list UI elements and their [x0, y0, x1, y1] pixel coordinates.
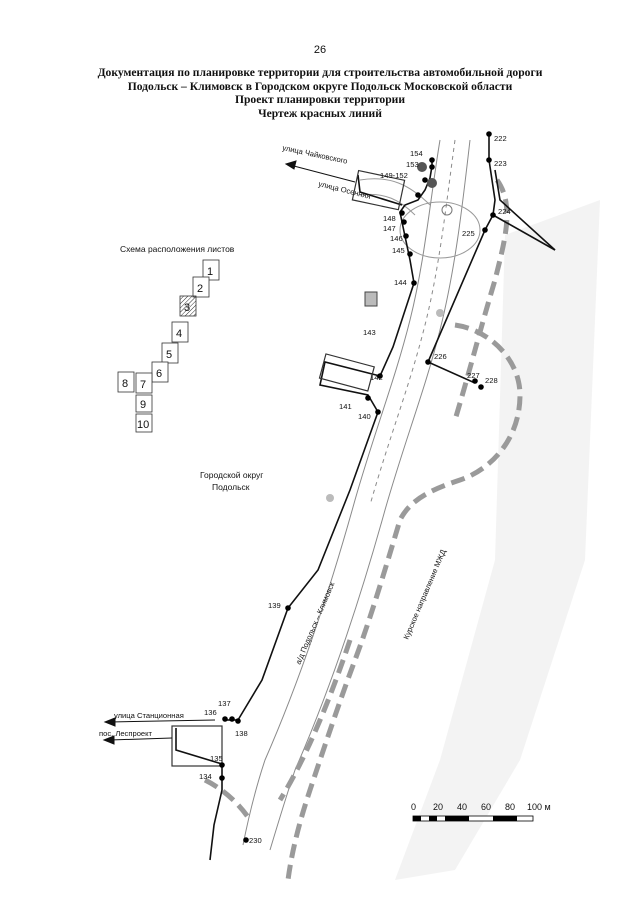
sheet-2: 2	[197, 283, 203, 295]
red-lines-east	[426, 134, 556, 384]
sheet-1: 1	[207, 266, 213, 278]
label-228: 228	[485, 376, 498, 385]
zone-boundaries	[203, 178, 523, 881]
scale-tick-0: 0	[411, 802, 416, 812]
title-line-2: Подольск – Климовск в Городском округе П…	[127, 79, 513, 93]
label-136: 136	[204, 708, 217, 717]
sheet-7: 7	[140, 379, 146, 391]
scale-tick-40: 40	[457, 802, 467, 812]
label-225: 225	[462, 229, 475, 238]
label-142: 142	[370, 373, 383, 382]
district-name-label: Подольск	[212, 482, 250, 492]
scale-tick-80: 80	[505, 802, 515, 812]
sheet-9: 9	[140, 399, 146, 411]
label-143: 143	[363, 328, 376, 337]
inset-heading: Схема расположения листов	[120, 244, 235, 254]
label-141: 141	[339, 402, 352, 411]
label-226: 226	[434, 352, 447, 361]
sheet-5: 5	[166, 349, 172, 361]
settlement-label: пос. Леспроект	[99, 729, 153, 738]
railway-strip	[395, 200, 600, 880]
railway-label: Курское направление МЖД	[402, 548, 448, 641]
label-154: 154	[410, 149, 423, 158]
sheet-8: 8	[122, 378, 128, 390]
district-label: Городской округ	[200, 470, 263, 480]
sheet-3: 3	[184, 302, 190, 314]
label-230: 230	[249, 836, 262, 845]
sheet-10: 10	[137, 419, 149, 431]
label-147: 147	[383, 224, 396, 233]
sheet-6: 6	[156, 368, 162, 380]
street-stantsionnaya-label: улица Станционная	[114, 711, 184, 720]
street-osennyaya-label: улица Осенняя	[318, 179, 372, 201]
label-148: 148	[383, 214, 396, 223]
label-153: 153	[406, 160, 419, 169]
label-223: 223	[494, 159, 507, 168]
document-title: Документация по планировке территории дл…	[40, 66, 600, 120]
title-line-4: Чертеж красных линий	[258, 106, 382, 120]
label-135: 135	[210, 754, 223, 763]
street-arrows	[102, 160, 356, 745]
label-222: 222	[494, 134, 507, 143]
label-134: 134	[199, 772, 212, 781]
title-line-1: Документация по планировке территории дл…	[97, 66, 543, 79]
title-line-3: Проект планировки территории	[234, 93, 406, 107]
road-carriageway	[242, 139, 471, 851]
point-labels: 154 153 149-152 148 147 146 145 144 143 …	[199, 134, 511, 845]
label-149-152: 149-152	[380, 171, 408, 180]
label-224: 224	[498, 207, 511, 216]
scale-bar: 0 20 40 60 80 100 м	[411, 802, 551, 822]
sheet-layout-inset: Схема расположения листов 1 2 3 4 5 6 7 …	[117, 244, 235, 433]
label-146: 146	[390, 234, 403, 243]
label-227: 227	[467, 371, 480, 380]
label-138: 138	[235, 729, 248, 738]
scale-tick-20: 20	[433, 802, 443, 812]
label-145: 145	[392, 246, 405, 255]
red-line-nodes	[219, 131, 496, 843]
label-140: 140	[358, 412, 371, 421]
parking-icons	[326, 162, 453, 502]
street-blocks	[171, 169, 406, 767]
scale-tick-60: 60	[481, 802, 491, 812]
label-137: 137	[218, 699, 231, 708]
label-144: 144	[394, 278, 407, 287]
sheet-4: 4	[176, 328, 182, 340]
interchange	[359, 178, 481, 259]
page-number: 26	[313, 44, 327, 56]
scale-tick-100: 100 м	[527, 802, 551, 812]
label-139: 139	[268, 601, 281, 610]
